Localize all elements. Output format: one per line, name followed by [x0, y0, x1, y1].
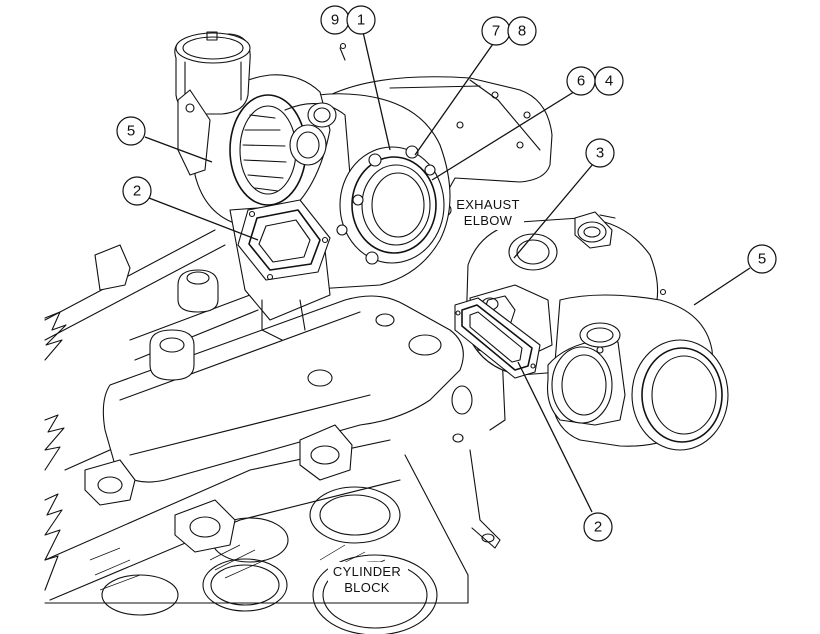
- exhaust-elbow-label-line1: EXHAUST: [456, 197, 520, 212]
- callout-4: 4: [594, 66, 624, 96]
- cylinder-block-label-line2: BLOCK: [344, 580, 390, 595]
- callout-1-text: 1: [357, 12, 365, 29]
- exhaust-label-backdrop: [452, 196, 524, 230]
- callout-8: 8: [507, 16, 537, 46]
- callout-7-text: 7: [492, 23, 500, 40]
- callout-4-text: 4: [605, 73, 613, 90]
- gasket-left: [237, 199, 331, 281]
- callout-5-right-text: 5: [758, 251, 766, 268]
- callout-7: 7: [481, 16, 511, 46]
- callout-2-bottom: 2: [583, 512, 613, 542]
- callout-9: 9: [320, 5, 350, 35]
- callout-9-text: 9: [331, 12, 339, 29]
- cylinder-block: [44, 229, 469, 634]
- callout-5-left: 5: [116, 116, 146, 146]
- cylinder-block-label-line1: CYLINDER: [333, 564, 401, 579]
- callout-6: 6: [566, 66, 596, 96]
- exhaust-elbow-label-line2: ELBOW: [464, 213, 513, 228]
- leader-5-left: [144, 136, 213, 163]
- callout-2-bottom-text: 2: [594, 519, 602, 536]
- exhaust-manifold: [84, 244, 506, 553]
- leader-5-right: [693, 267, 751, 306]
- leader-6: [431, 89, 578, 181]
- leader-1: [362, 31, 391, 151]
- callout-3: 3: [585, 138, 615, 168]
- callout-3-text: 3: [596, 145, 604, 162]
- cylinder-label-backdrop: [328, 562, 408, 596]
- leader-2-bottom: [517, 361, 593, 513]
- callout-6-text: 6: [577, 73, 585, 90]
- leader-2-left: [148, 197, 259, 241]
- leader-7: [414, 40, 496, 156]
- callout-2-left: 2: [122, 176, 152, 206]
- gasket-right: [454, 297, 541, 379]
- callout-8-text: 8: [518, 23, 526, 40]
- callout-5-right: 5: [747, 244, 777, 274]
- callout-2-left-text: 2: [133, 183, 141, 200]
- callout-1: 1: [346, 5, 376, 35]
- leader-3: [513, 163, 594, 259]
- callout-5-left-text: 5: [127, 123, 135, 140]
- leader-lines: [144, 31, 751, 513]
